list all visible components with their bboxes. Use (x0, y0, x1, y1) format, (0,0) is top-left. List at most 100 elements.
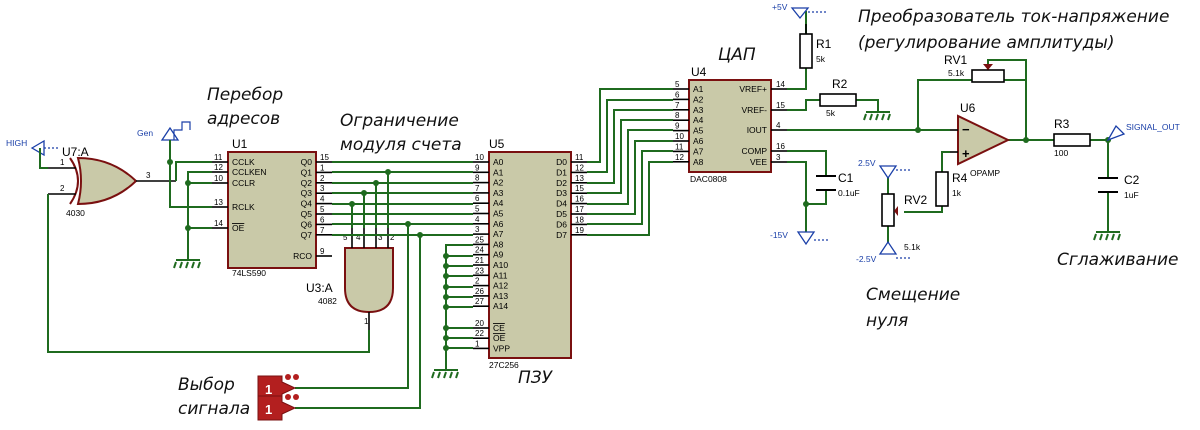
u5-part: 27C256 (489, 360, 519, 370)
net-gen-label: Gen (137, 128, 153, 138)
capacitor-c1: C1 0.1uF (816, 171, 860, 198)
potentiometer-rv1[interactable]: RV1 5.1k (944, 53, 1005, 83)
u4-pin-number: 16 (776, 142, 785, 151)
u5-pin-label: D4 (556, 199, 567, 209)
annotation-offset-line2: нуля (866, 311, 908, 331)
potentiometer-rv2[interactable]: RV2 5.1k (881, 193, 927, 252)
r2-value: 5k (826, 108, 836, 118)
u7-part: 4030 (66, 208, 85, 218)
u4-pin-number: 3 (776, 153, 781, 162)
u4-pin-label: IOUT (747, 125, 767, 135)
annotation-offset-line1: Смещение (866, 285, 960, 305)
u7-pin2-num: 2 (60, 184, 65, 193)
u5-pin-label: D0 (556, 157, 567, 167)
u3-pin4-num: 4 (356, 233, 361, 242)
net-plus5v-label: +5V (772, 2, 788, 12)
rv2-value: 5.1k (904, 242, 921, 252)
c1-ref: C1 (838, 171, 854, 185)
u1-pin-label: CCLKEN (232, 167, 266, 177)
u4-pin-label: VEE (750, 157, 767, 167)
ground-icon (173, 259, 201, 269)
ground-symbols (173, 111, 1121, 379)
u4-pin-label: A1 (693, 84, 704, 94)
r2-ref: R2 (832, 77, 848, 91)
junctions (167, 127, 1111, 351)
u1-pin-label: Q2 (301, 178, 313, 188)
u1-pin-number: 13 (214, 198, 223, 207)
u5-pin-number: 10 (475, 153, 484, 162)
u1-pin-label: CCLR (232, 178, 255, 188)
u5-pin-label: A13 (493, 291, 508, 301)
u5-pin-label: A0 (493, 157, 504, 167)
u5-pin-label: D6 (556, 219, 567, 229)
u5-pin-label: A10 (493, 260, 508, 270)
u6-ref: U6 (960, 101, 976, 115)
net-minus15v-label: -15V (770, 230, 788, 240)
u3-pin3-num: 3 (378, 233, 383, 242)
u1-pin-label: Q7 (301, 230, 313, 240)
u4-pin-label: VREF- (742, 105, 768, 115)
u5-pin-number: 2 (475, 277, 480, 286)
r3-value: 100 (1054, 148, 1068, 158)
u1-pin-label: Q6 (301, 219, 313, 229)
terminal-plus2v5: 2.5V (858, 158, 912, 180)
u5-pin-number: 11 (575, 153, 584, 162)
u4-pin-number: 11 (675, 142, 684, 151)
u5-pin-number: 9 (475, 163, 480, 172)
u5-pin-number: 7 (475, 184, 480, 193)
u4-ref: U4 (691, 65, 707, 79)
resistor-r4: R4 1k (935, 171, 968, 207)
r1-ref: R1 (816, 37, 832, 51)
u1-pin-number: 3 (320, 184, 325, 193)
annotation-limit-line1: Ограничение (340, 111, 459, 131)
u5-pin-label: A14 (493, 301, 508, 311)
u1-pin-number: 12 (214, 163, 223, 172)
logic-switch-2[interactable]: 1 (257, 394, 299, 421)
resistor-r1: R1 5k (799, 24, 832, 69)
chip-u1-74ls590: U1 74LS590 CCLK11CCLKEN12CCLR10RCLK13OE1… (212, 137, 332, 278)
u1-pin-number: 6 (320, 215, 325, 224)
u3-pin2-num: 2 (390, 233, 395, 242)
annotation-smoothing: Сглаживание (1057, 250, 1179, 270)
chip-u5-27c256: U5 27C256 A010A19A28A37A46A55A64A73A825A… (473, 137, 587, 370)
u5-pin-number: 3 (475, 225, 480, 234)
u1-pin-label: CCLK (232, 157, 255, 167)
u4-pin-label: A2 (693, 94, 704, 104)
u5-ref: U5 (489, 137, 505, 151)
u5-pin-number: 5 (475, 205, 480, 214)
u5-pin-label: A3 (493, 188, 504, 198)
rv1-value: 5.1k (948, 68, 965, 78)
net-signal-out-label: SIGNAL_OUT (1126, 122, 1180, 132)
and-gate-u3: 5 4 3 2 1 U3:A 4082 (306, 228, 395, 330)
u5-pin-number: 18 (575, 215, 584, 224)
svg-text:+: + (962, 146, 970, 161)
u4-part: DAC0808 (690, 174, 727, 184)
u5-pin-label: A6 (493, 219, 504, 229)
u3-pin5-num: 5 (343, 233, 348, 242)
u7-pin3-num: 3 (146, 171, 151, 180)
u4-pin-label: A6 (693, 136, 704, 146)
annotation-dac: ЦАП (718, 45, 756, 65)
annotation-rom: ПЗУ (518, 368, 554, 388)
u5-pin-number: 23 (475, 266, 484, 275)
annotation-select-line1: Выбор (178, 375, 235, 395)
u4-pin-number: 8 (675, 111, 680, 120)
u5-pin-number: 13 (575, 174, 584, 183)
u1-pin-label: OE (232, 223, 245, 233)
u4-pin-number: 7 (675, 101, 680, 110)
u5-pin-label: A5 (493, 209, 504, 219)
u4-pin-label: A4 (693, 115, 704, 125)
switch-2-label: 1 (265, 402, 272, 417)
net-plus2v5-label: 2.5V (858, 158, 876, 168)
u4-pin-label: A5 (693, 126, 704, 136)
u5-pin-label: A11 (493, 270, 508, 280)
u5-pin-number: 6 (475, 194, 480, 203)
rv2-ref: RV2 (904, 193, 927, 207)
u5-pin-label: A7 (493, 229, 504, 239)
u1-pin-label: Q5 (301, 209, 313, 219)
u4-pin-label: VREF+ (739, 84, 767, 94)
u1-pin-number: 10 (214, 174, 223, 183)
r4-ref: R4 (952, 171, 968, 185)
u1-part: 74LS590 (232, 268, 266, 278)
